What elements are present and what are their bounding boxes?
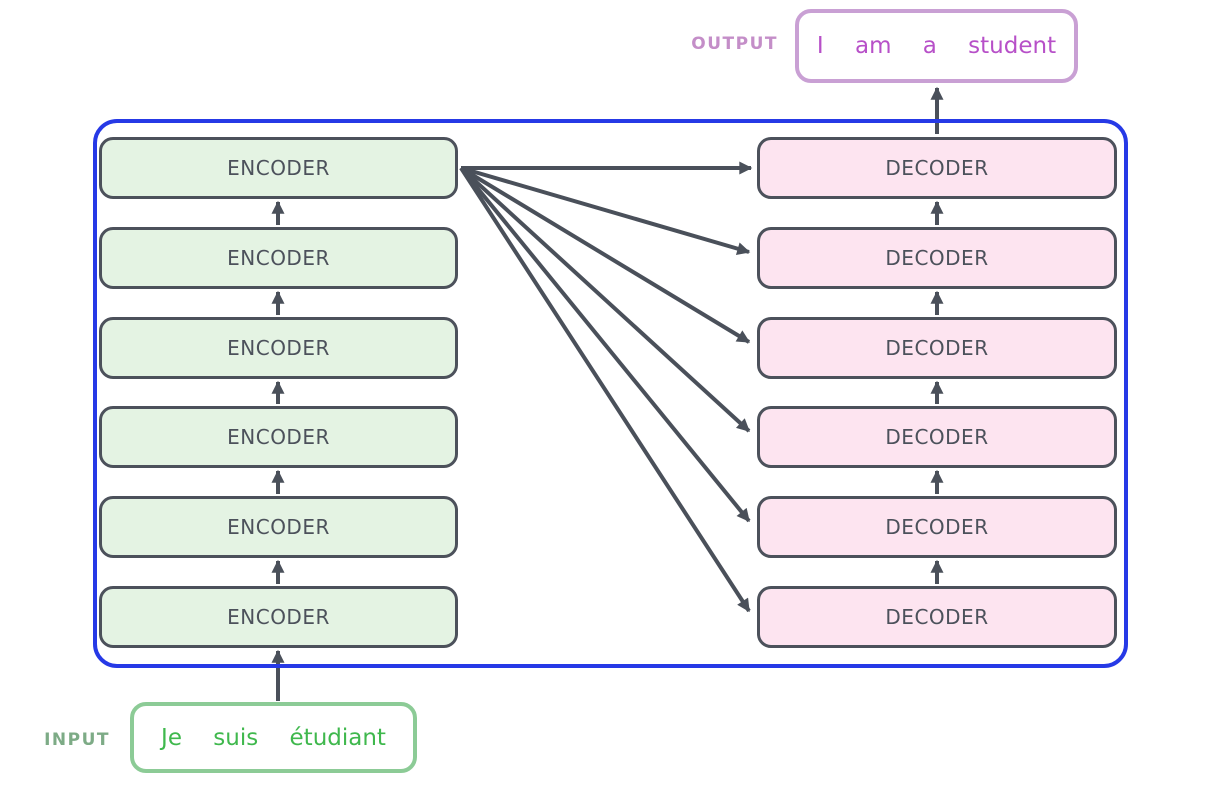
- arrow-encoder-top-to-decoder2: [460, 166, 751, 255]
- encoder-box-4: ENCODER: [99, 406, 458, 468]
- decoder-box-6: DECODER: [757, 586, 1117, 648]
- encoder-box-1: ENCODER: [99, 137, 458, 199]
- encoder-box-3: ENCODER: [99, 317, 458, 379]
- encoder-box-2: ENCODER: [99, 227, 458, 289]
- arrow-encoder-top-to-decoder5: [459, 166, 751, 523]
- output-label: OUTPUT: [691, 34, 778, 54]
- decoder-box-3: DECODER: [757, 317, 1117, 379]
- encoder-box-6: ENCODER: [99, 586, 458, 648]
- decoder-box-1: DECODER: [757, 137, 1117, 199]
- output-sentence-box: I am a student: [795, 9, 1078, 83]
- arrow-encoder-top-to-decoder6: [459, 166, 751, 613]
- decoder-box-5: DECODER: [757, 496, 1117, 558]
- decoder-box-2: DECODER: [757, 227, 1117, 289]
- input-label: INPUT: [44, 730, 110, 750]
- input-sentence-box: Je suis étudiant: [130, 702, 417, 773]
- decoder-box-4: DECODER: [757, 406, 1117, 468]
- arrow-encoder-top-to-decoder4: [459, 166, 751, 433]
- arrow-encoder-top-to-decoder3: [459, 166, 751, 344]
- encoder-box-5: ENCODER: [99, 496, 458, 558]
